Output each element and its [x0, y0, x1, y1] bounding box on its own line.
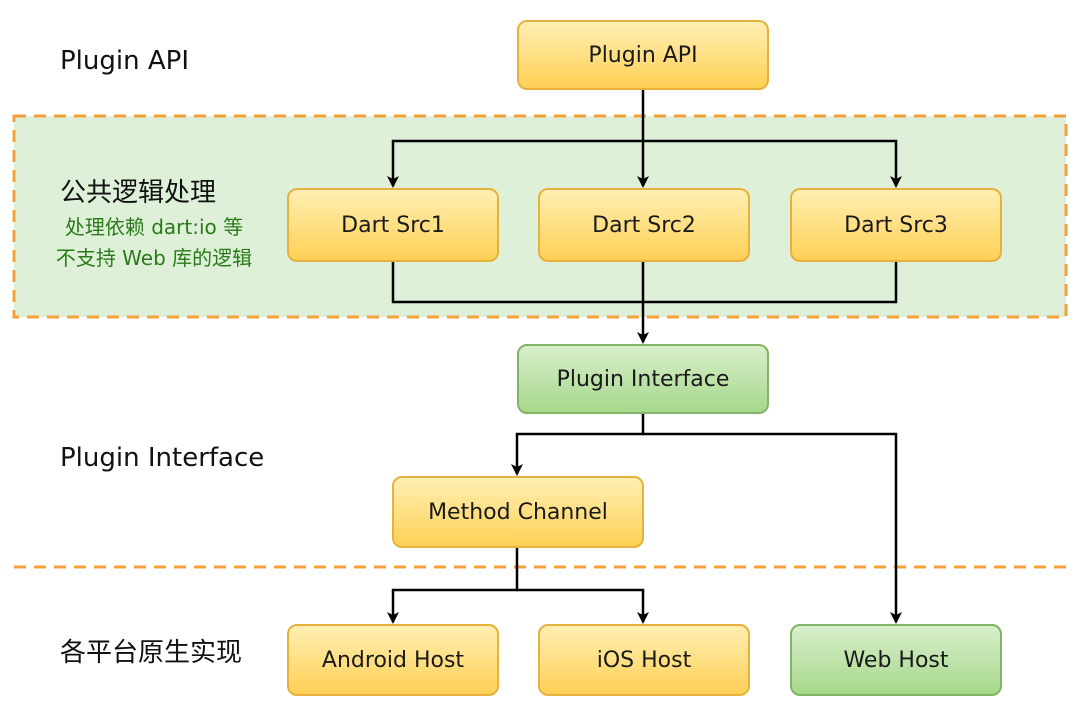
node-plugin-api[interactable]: Plugin API	[517, 20, 769, 90]
label-plugin-api: Plugin API	[60, 46, 189, 76]
note-line-2: 不支持 Web 库的逻辑	[55, 246, 253, 270]
node-web-host[interactable]: Web Host	[790, 624, 1002, 696]
interface-to-host-connectors	[511, 414, 902, 624]
common-logic-note: 处理依赖 dart:io 等 不支持 Web 库的逻辑	[22, 212, 286, 274]
node-dart-src2[interactable]: Dart Src2	[538, 188, 750, 262]
label-plugin-interface: Plugin Interface	[60, 443, 265, 473]
node-android-host[interactable]: Android Host	[287, 624, 499, 696]
note-line-1: 处理依赖 dart:io 等	[64, 215, 244, 239]
node-plugin-interface[interactable]: Plugin Interface	[517, 344, 769, 414]
node-ios-host[interactable]: iOS Host	[538, 624, 750, 696]
node-dart-src3[interactable]: Dart Src3	[790, 188, 1002, 262]
node-dart-src1[interactable]: Dart Src1	[287, 188, 499, 262]
node-method-channel[interactable]: Method Channel	[392, 476, 644, 548]
label-common-logic: 公共逻辑处理	[60, 178, 217, 208]
label-native-impl: 各平台原生实现	[60, 638, 243, 668]
src-to-interface-connectors	[391, 262, 898, 344]
channel-to-native-connectors	[387, 548, 649, 624]
api-to-src-connectors	[387, 90, 902, 188]
